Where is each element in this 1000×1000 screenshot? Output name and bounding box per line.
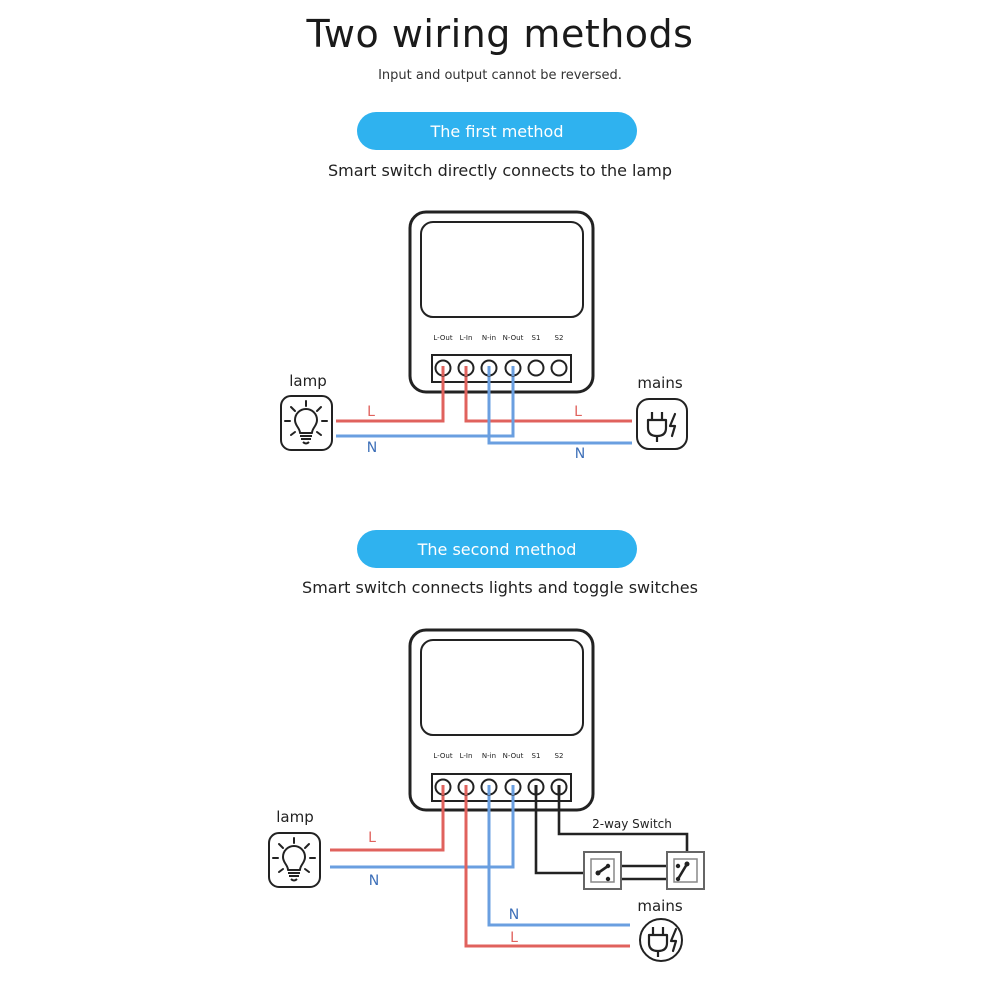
- terminal-block: [431, 773, 572, 802]
- two-way-switch-label: 2-way Switch: [592, 817, 672, 831]
- wire-neutral-in: [487, 368, 632, 445]
- terminal-label: S1: [532, 752, 541, 760]
- wire-live-lamp: [330, 787, 445, 852]
- terminal-label: L-In: [460, 334, 473, 342]
- page-title: Two wiring methods: [306, 12, 694, 56]
- terminal-label: L-Out: [433, 334, 452, 342]
- first-method-badge: The first method: [357, 112, 637, 150]
- wire-label-neutral: N: [369, 873, 379, 889]
- terminal-label: L-Out: [433, 752, 452, 760]
- wire-neutral-out: [336, 368, 515, 438]
- lamp-label: lamp: [289, 372, 327, 390]
- mains-box: [636, 398, 688, 450]
- wire-neutral-mains: [487, 787, 630, 927]
- wire-s1-switch: [534, 787, 598, 875]
- method1-diagram: L-Out L-In N-in N-Out S1 S2: [280, 210, 688, 462]
- first-method-description: Smart switch directly connects to the la…: [327, 161, 673, 180]
- wire-s2-switch: [557, 787, 689, 864]
- toggle-switch-icon: [666, 851, 705, 890]
- terminal-label: S1: [532, 334, 541, 342]
- wire-live-mains: [464, 787, 630, 948]
- wire-label-neutral: N: [509, 907, 519, 923]
- wire-label-live: L: [368, 830, 376, 846]
- method2-diagram: L-Out L-In N-in N-Out S1 S2: [268, 628, 705, 962]
- terminal-label: L-In: [460, 752, 473, 760]
- wire-neutral-lamp: [330, 787, 515, 869]
- wire-label-live: L: [367, 404, 375, 420]
- terminal-screw: [550, 359, 568, 377]
- terminal-label: N-Out: [503, 752, 524, 760]
- device-face-panel: [420, 221, 584, 318]
- page-subtitle: Input and output cannot be reversed.: [378, 68, 622, 83]
- mains-label: mains: [637, 897, 682, 915]
- terminal-label: S2: [555, 752, 564, 760]
- terminal-label: N-in: [482, 752, 496, 760]
- mains-label: mains: [637, 374, 682, 392]
- terminal-label: N-Out: [503, 334, 524, 342]
- device-face-panel: [420, 639, 584, 736]
- toggle-switch-icon: [583, 851, 622, 890]
- wire-label-neutral: N: [367, 440, 377, 456]
- wire-live-lamp: [336, 368, 445, 423]
- wire-label-live: L: [574, 404, 582, 420]
- wire-live-mains: [464, 368, 632, 423]
- terminal-block: [431, 354, 572, 383]
- mains-circle: [639, 918, 683, 962]
- terminal-label: S2: [555, 334, 564, 342]
- second-method-description: Smart switch connects lights and toggle …: [302, 578, 698, 597]
- wire-label-neutral: N: [575, 446, 585, 462]
- lamp-label: lamp: [276, 808, 314, 826]
- terminal-screw: [527, 359, 545, 377]
- wire-label-live: L: [510, 930, 518, 946]
- second-method-badge: The second method: [357, 530, 637, 568]
- terminal-label: N-in: [482, 334, 496, 342]
